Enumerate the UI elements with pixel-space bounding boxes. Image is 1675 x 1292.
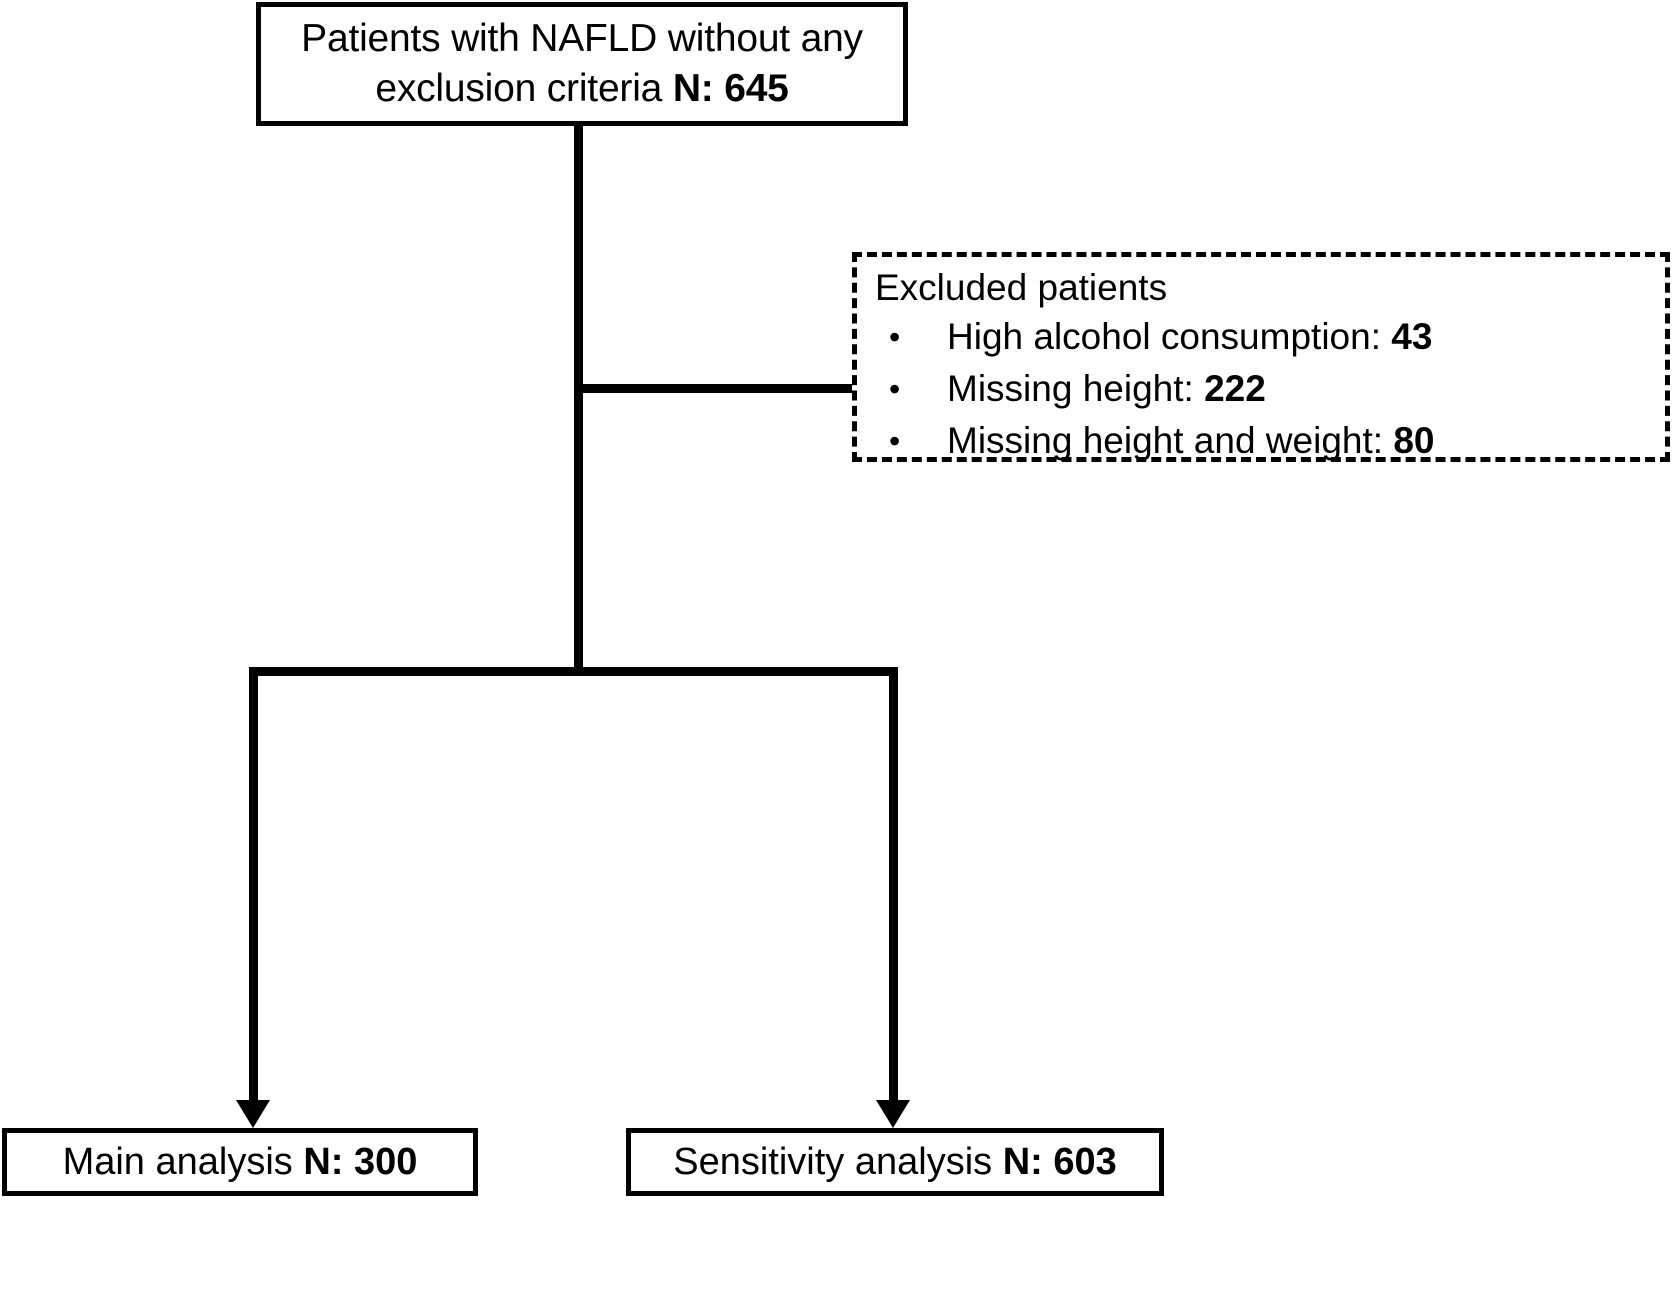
split-connector-bar [249, 667, 897, 676]
bullet-icon: • [889, 371, 901, 407]
list-item: • High alcohol consumption: 43 [875, 311, 1665, 363]
excluded-reason-label: High alcohol consumption: [947, 316, 1392, 357]
sensitivity-analysis-connector-line [889, 667, 898, 1107]
enrolled-patients-box: Patients with NAFLD without any exclusio… [256, 2, 908, 126]
main-analysis-count: N: 300 [303, 1141, 418, 1183]
list-item: • Missing height and weight: 80 [875, 415, 1665, 467]
enrolled-patients-count: N: 645 [672, 67, 789, 110]
excluded-reason-count: 80 [1393, 420, 1435, 461]
enrolled-patients-line1: Patients with NAFLD without any [301, 17, 863, 60]
excluded-reason-label: Missing height: [947, 368, 1205, 409]
excluded-reason-count: 222 [1204, 368, 1266, 409]
excluded-patients-title: Excluded patients [875, 267, 1168, 308]
bullet-icon: • [889, 423, 901, 459]
sensitivity-analysis-count: N: 603 [1002, 1141, 1117, 1183]
main-analysis-connector-line [249, 667, 258, 1107]
enrolled-patients-label: exclusion criteria [375, 67, 673, 110]
list-item: • Missing height: 222 [875, 363, 1665, 415]
main-analysis-text: Main analysis N: 300 [63, 1140, 418, 1184]
sensitivity-analysis-box: Sensitivity analysis N: 603 [626, 1128, 1164, 1196]
excluded-reason-count: 43 [1391, 316, 1433, 357]
excluded-reasons-list: • High alcohol consumption: 43 • Missing h… [875, 311, 1665, 467]
sensitivity-analysis-label: Sensitivity analysis [673, 1141, 1003, 1183]
bullet-icon: • [889, 319, 901, 355]
arrow-down-icon-sensitivity [876, 1100, 910, 1128]
enrolled-patients-line2: exclusion criteria N: 645 [375, 64, 789, 114]
excluded-patients-box: Excluded patients • High alcohol consumpt… [852, 252, 1670, 462]
trunk-connector-line [574, 124, 583, 676]
excluded-reason-label: Missing height and weight: [947, 420, 1394, 461]
main-analysis-label: Main analysis [62, 1141, 304, 1183]
arrow-down-icon-main [236, 1100, 270, 1128]
sensitivity-analysis-text: Sensitivity analysis N: 603 [673, 1140, 1117, 1184]
exclusion-connector-line [574, 384, 898, 393]
main-analysis-box: Main analysis N: 300 [2, 1128, 478, 1196]
